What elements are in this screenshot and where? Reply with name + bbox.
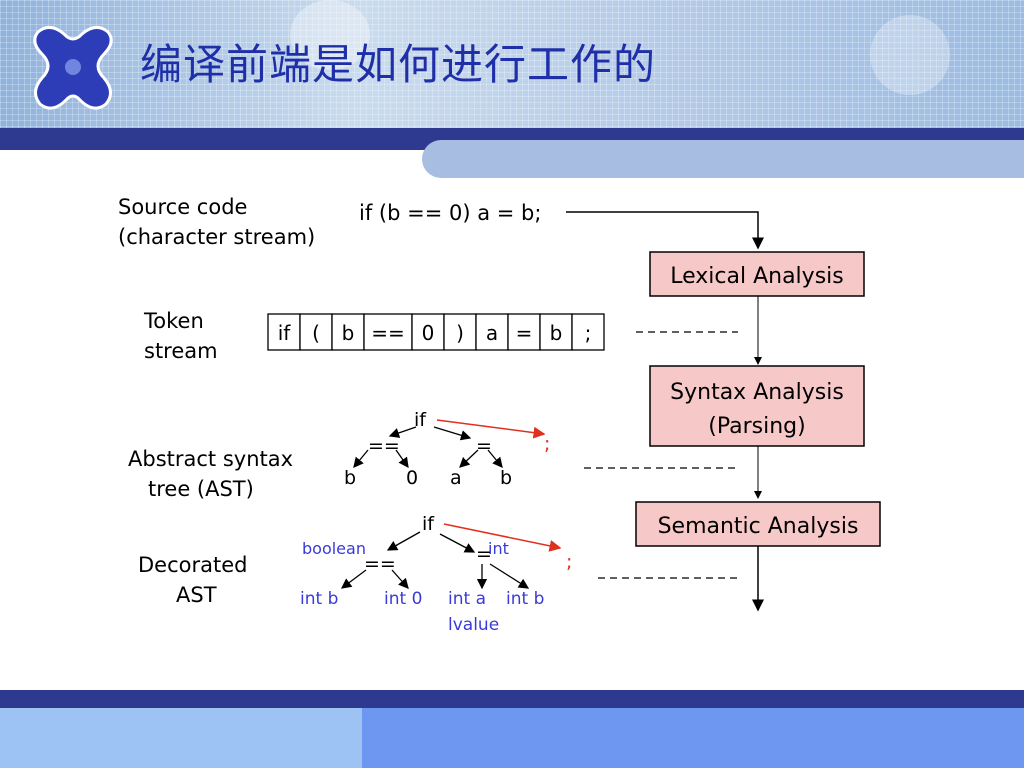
- footer-left-panel: [0, 708, 362, 768]
- footer-right-panel: [362, 708, 1024, 768]
- header-grid-pattern: [0, 0, 1024, 128]
- decorated-ast-tree: if boolean int == = int b int 0 int a lv…: [300, 513, 572, 635]
- dast-int-b2-leaf: int b: [506, 589, 544, 609]
- parsing-label: (Parsing): [708, 414, 805, 439]
- token-text: ;: [585, 321, 592, 345]
- token-cell: b: [331, 313, 365, 351]
- lexical-analysis-box: Lexical Analysis: [649, 251, 865, 297]
- compiler-pipeline-diagram: Source code (character stream) if (b == …: [104, 184, 906, 648]
- lexical-analysis-label: Lexical Analysis: [670, 264, 843, 289]
- dast-assign-node: =: [476, 543, 492, 565]
- ast-b2-leaf: b: [500, 467, 512, 489]
- source-code-label: Source code: [118, 195, 247, 219]
- token-cell: if: [267, 313, 301, 351]
- token-cell: ): [443, 313, 477, 351]
- token-text: =: [516, 321, 533, 345]
- dast-lvalue-label: lvalue: [448, 615, 499, 635]
- token-text: 0: [422, 321, 435, 345]
- header-decor-circle: [870, 15, 950, 95]
- ast-b-leaf: b: [344, 467, 356, 489]
- token-cell: 0: [411, 313, 445, 351]
- token-text: (: [312, 321, 320, 345]
- decorated-ast-label: Decorated: [138, 553, 247, 577]
- dast-int-0-leaf: int 0: [384, 589, 422, 609]
- dast-boolean-type: boolean: [302, 539, 366, 558]
- ast-sublabel: tree (AST): [148, 477, 254, 501]
- dast-int-b-leaf: int b: [300, 589, 338, 609]
- semantic-analysis-box: Semantic Analysis: [635, 501, 881, 547]
- syntax-analysis-box: Syntax Analysis (Parsing): [649, 365, 865, 447]
- token-text: ): [456, 321, 464, 345]
- semantic-analysis-label: Semantic Analysis: [658, 514, 859, 539]
- token-cell: ==: [363, 313, 413, 351]
- decorated-ast-sublabel: AST: [176, 583, 217, 607]
- dast-int-a-leaf: int a: [448, 589, 486, 609]
- ast-a-leaf: a: [450, 467, 462, 489]
- header-accent-pill: [422, 140, 1024, 178]
- dast-int-type: int: [488, 539, 509, 558]
- ast-assign-node: =: [476, 435, 492, 457]
- dast-semicolon: ;: [566, 551, 572, 573]
- token-text: if: [278, 321, 292, 345]
- ast-label: Abstract syntax: [128, 447, 293, 471]
- ast-if-node: if: [414, 409, 427, 431]
- token-cell: (: [299, 313, 333, 351]
- token-cell: ;: [571, 313, 605, 351]
- token-text: a: [486, 321, 498, 345]
- source-to-lexical-arrow: [566, 211, 764, 250]
- source-code-text: if (b == 0) a = b;: [359, 201, 541, 225]
- ast-zero-leaf: 0: [406, 467, 418, 489]
- ast-eq-node: ==: [368, 435, 400, 457]
- x-logo-icon: [33, 26, 113, 110]
- ast-semicolon: ;: [544, 433, 550, 455]
- token-cell: b: [539, 313, 573, 351]
- token-text: ==: [371, 321, 405, 345]
- syntax-analysis-label: Syntax Analysis: [670, 380, 844, 405]
- footer-divider-bar: [0, 690, 1024, 708]
- token-text: b: [342, 321, 355, 345]
- token-stream: if ( b == 0) a = b;: [267, 313, 605, 351]
- slide-header: [0, 0, 1024, 128]
- token-stream-label: Token: [143, 309, 204, 333]
- token-cell: a: [475, 313, 509, 351]
- source-code-sublabel: (character stream): [118, 225, 315, 249]
- token-text: b: [550, 321, 563, 345]
- dast-eq-node: ==: [364, 553, 396, 575]
- dast-if-node: if: [422, 513, 435, 535]
- slide-title: 编译前端是如何进行工作的: [140, 40, 657, 89]
- token-cell: =: [507, 313, 541, 351]
- ast-tree: if == = b 0 a b ;: [344, 409, 550, 489]
- token-stream-sublabel: stream: [144, 339, 218, 363]
- header-decor-circle: [290, 0, 370, 70]
